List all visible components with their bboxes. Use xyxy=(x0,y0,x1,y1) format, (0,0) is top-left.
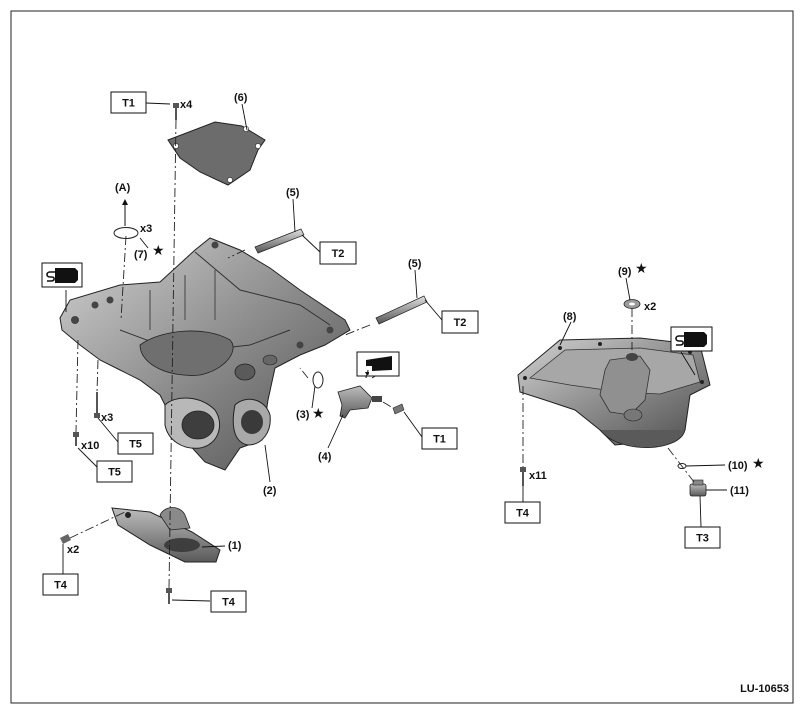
torque-box-t2-upper: T2 xyxy=(319,241,357,265)
bolt-t4-x11 xyxy=(520,467,526,486)
label-part-5-lower: (5) xyxy=(408,258,422,270)
assembly-lines xyxy=(69,119,695,589)
star-part-10: ★ xyxy=(752,456,765,472)
torque-box-t4-right: T4 xyxy=(504,501,541,524)
qty-x2-bolt: x2 xyxy=(67,544,79,556)
stud-bolt-lower xyxy=(375,295,428,325)
bolt-t1-small xyxy=(392,403,405,415)
svg-text:T2: T2 xyxy=(454,317,467,329)
svg-text:T4: T4 xyxy=(54,580,68,592)
svg-text:T5: T5 xyxy=(129,439,142,451)
engine-oil-icon xyxy=(356,351,400,379)
o-ring-3 xyxy=(312,371,324,389)
qty-x3-ring: x3 xyxy=(140,223,152,235)
star-part-3: ★ xyxy=(312,406,325,422)
svg-text:T4: T4 xyxy=(222,597,236,609)
svg-text:T4: T4 xyxy=(516,508,530,520)
liquid-gasket-icon xyxy=(41,262,83,288)
qty-x2-washer: x2 xyxy=(644,301,656,313)
oil-pressure-part xyxy=(337,385,382,419)
qty-x11: x11 xyxy=(529,470,547,482)
star-part-9: ★ xyxy=(635,261,648,277)
torque-box-t1-right: T1 xyxy=(421,427,458,450)
torque-box-t1-top: T1 xyxy=(110,91,147,114)
qty-x3-bolt: x3 xyxy=(101,412,113,424)
svg-text:T2: T2 xyxy=(332,248,345,260)
svg-text:T1: T1 xyxy=(122,98,135,110)
qty-x4: x4 xyxy=(180,99,193,111)
label-part-10: (10) xyxy=(728,460,748,472)
label-part-2: (2) xyxy=(263,485,277,497)
liquid-gasket-icon-2 xyxy=(670,326,713,352)
bolt-t5-x3 xyxy=(94,392,100,418)
torque-box-t4-left: T4 xyxy=(42,573,79,596)
oil-pan-upper-casting xyxy=(59,237,351,471)
label-part-5-upper: (5) xyxy=(286,187,300,199)
label-part-3: (3) xyxy=(296,409,310,421)
bolt-baffle xyxy=(173,103,179,120)
label-part-4: (4) xyxy=(318,451,332,463)
figure-id: LU-10653 xyxy=(740,683,789,695)
drain-plug xyxy=(689,479,707,497)
label-part-a: (A) xyxy=(115,182,131,194)
baffle-plate xyxy=(167,121,266,186)
torque-box-t4-bottom: T4 xyxy=(210,590,247,613)
label-part-8: (8) xyxy=(563,311,577,323)
bolt-t4-x2 xyxy=(60,534,71,544)
oil-pan-lower xyxy=(517,337,711,448)
figure-frame xyxy=(10,10,794,704)
torque-box-t2-lower: T2 xyxy=(441,310,479,334)
leader-lines xyxy=(62,102,727,602)
stud-bolt-upper xyxy=(254,228,305,254)
qty-x10: x10 xyxy=(81,440,99,452)
torque-box-t5-x3: T5 xyxy=(117,432,154,455)
bolt-t5-x10 xyxy=(73,432,79,446)
label-part-11: (11) xyxy=(730,485,749,497)
svg-text:T5: T5 xyxy=(108,467,121,479)
star-part-7: ★ xyxy=(152,243,165,259)
label-part-6: (6) xyxy=(234,92,248,104)
washer-9-hole xyxy=(629,302,635,306)
oil-strainer xyxy=(111,507,221,563)
label-part-7: (7) xyxy=(134,249,148,261)
label-part-9: (9) xyxy=(618,266,632,278)
svg-text:T1: T1 xyxy=(433,434,446,446)
torque-box-t3: T3 xyxy=(684,526,721,549)
bolt-t4-bottom xyxy=(166,588,172,604)
label-part-1: (1) xyxy=(228,540,242,552)
svg-text:T3: T3 xyxy=(696,533,709,545)
torque-box-t5-x10: T5 xyxy=(96,460,133,483)
